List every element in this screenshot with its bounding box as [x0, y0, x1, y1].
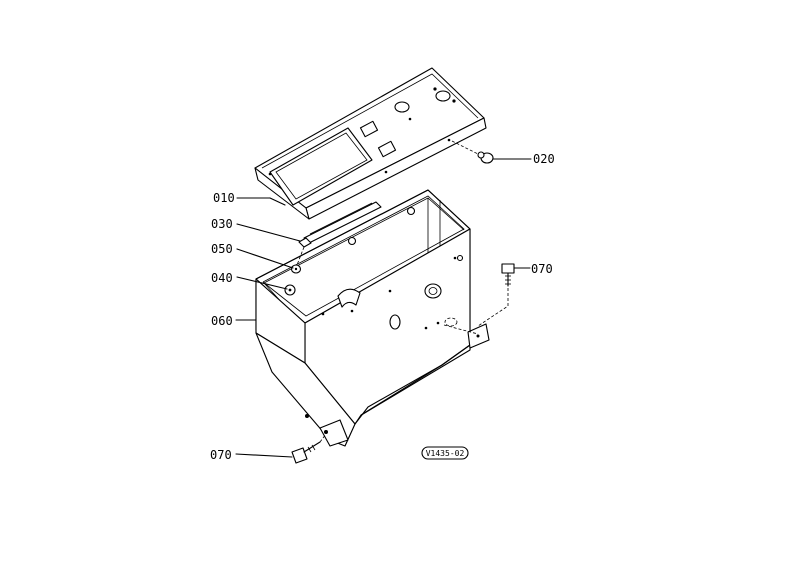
callout-070-bottom: 070: [210, 448, 232, 462]
washer-050: [290, 264, 302, 274]
callout-070-right: 070: [531, 262, 553, 276]
bolt-070-bottom: [291, 433, 327, 464]
housing-060: [255, 189, 490, 447]
callout-020: 020: [533, 152, 555, 166]
callout-060: 060: [211, 314, 233, 328]
callout-030: 030: [211, 217, 233, 231]
leader-lines: [235, 158, 532, 458]
reference-code-badge: V1435-02: [421, 446, 469, 460]
screw-040: [284, 284, 296, 296]
panel-cover-010: [254, 67, 487, 244]
reference-code: V1435-02: [426, 449, 465, 458]
screw-020: [451, 140, 494, 164]
callout-040: 040: [211, 271, 233, 285]
callout-050: 050: [211, 242, 233, 256]
nut-030: [296, 237, 312, 266]
bolt-070-right: [477, 263, 515, 327]
callout-010: 010: [213, 191, 235, 205]
